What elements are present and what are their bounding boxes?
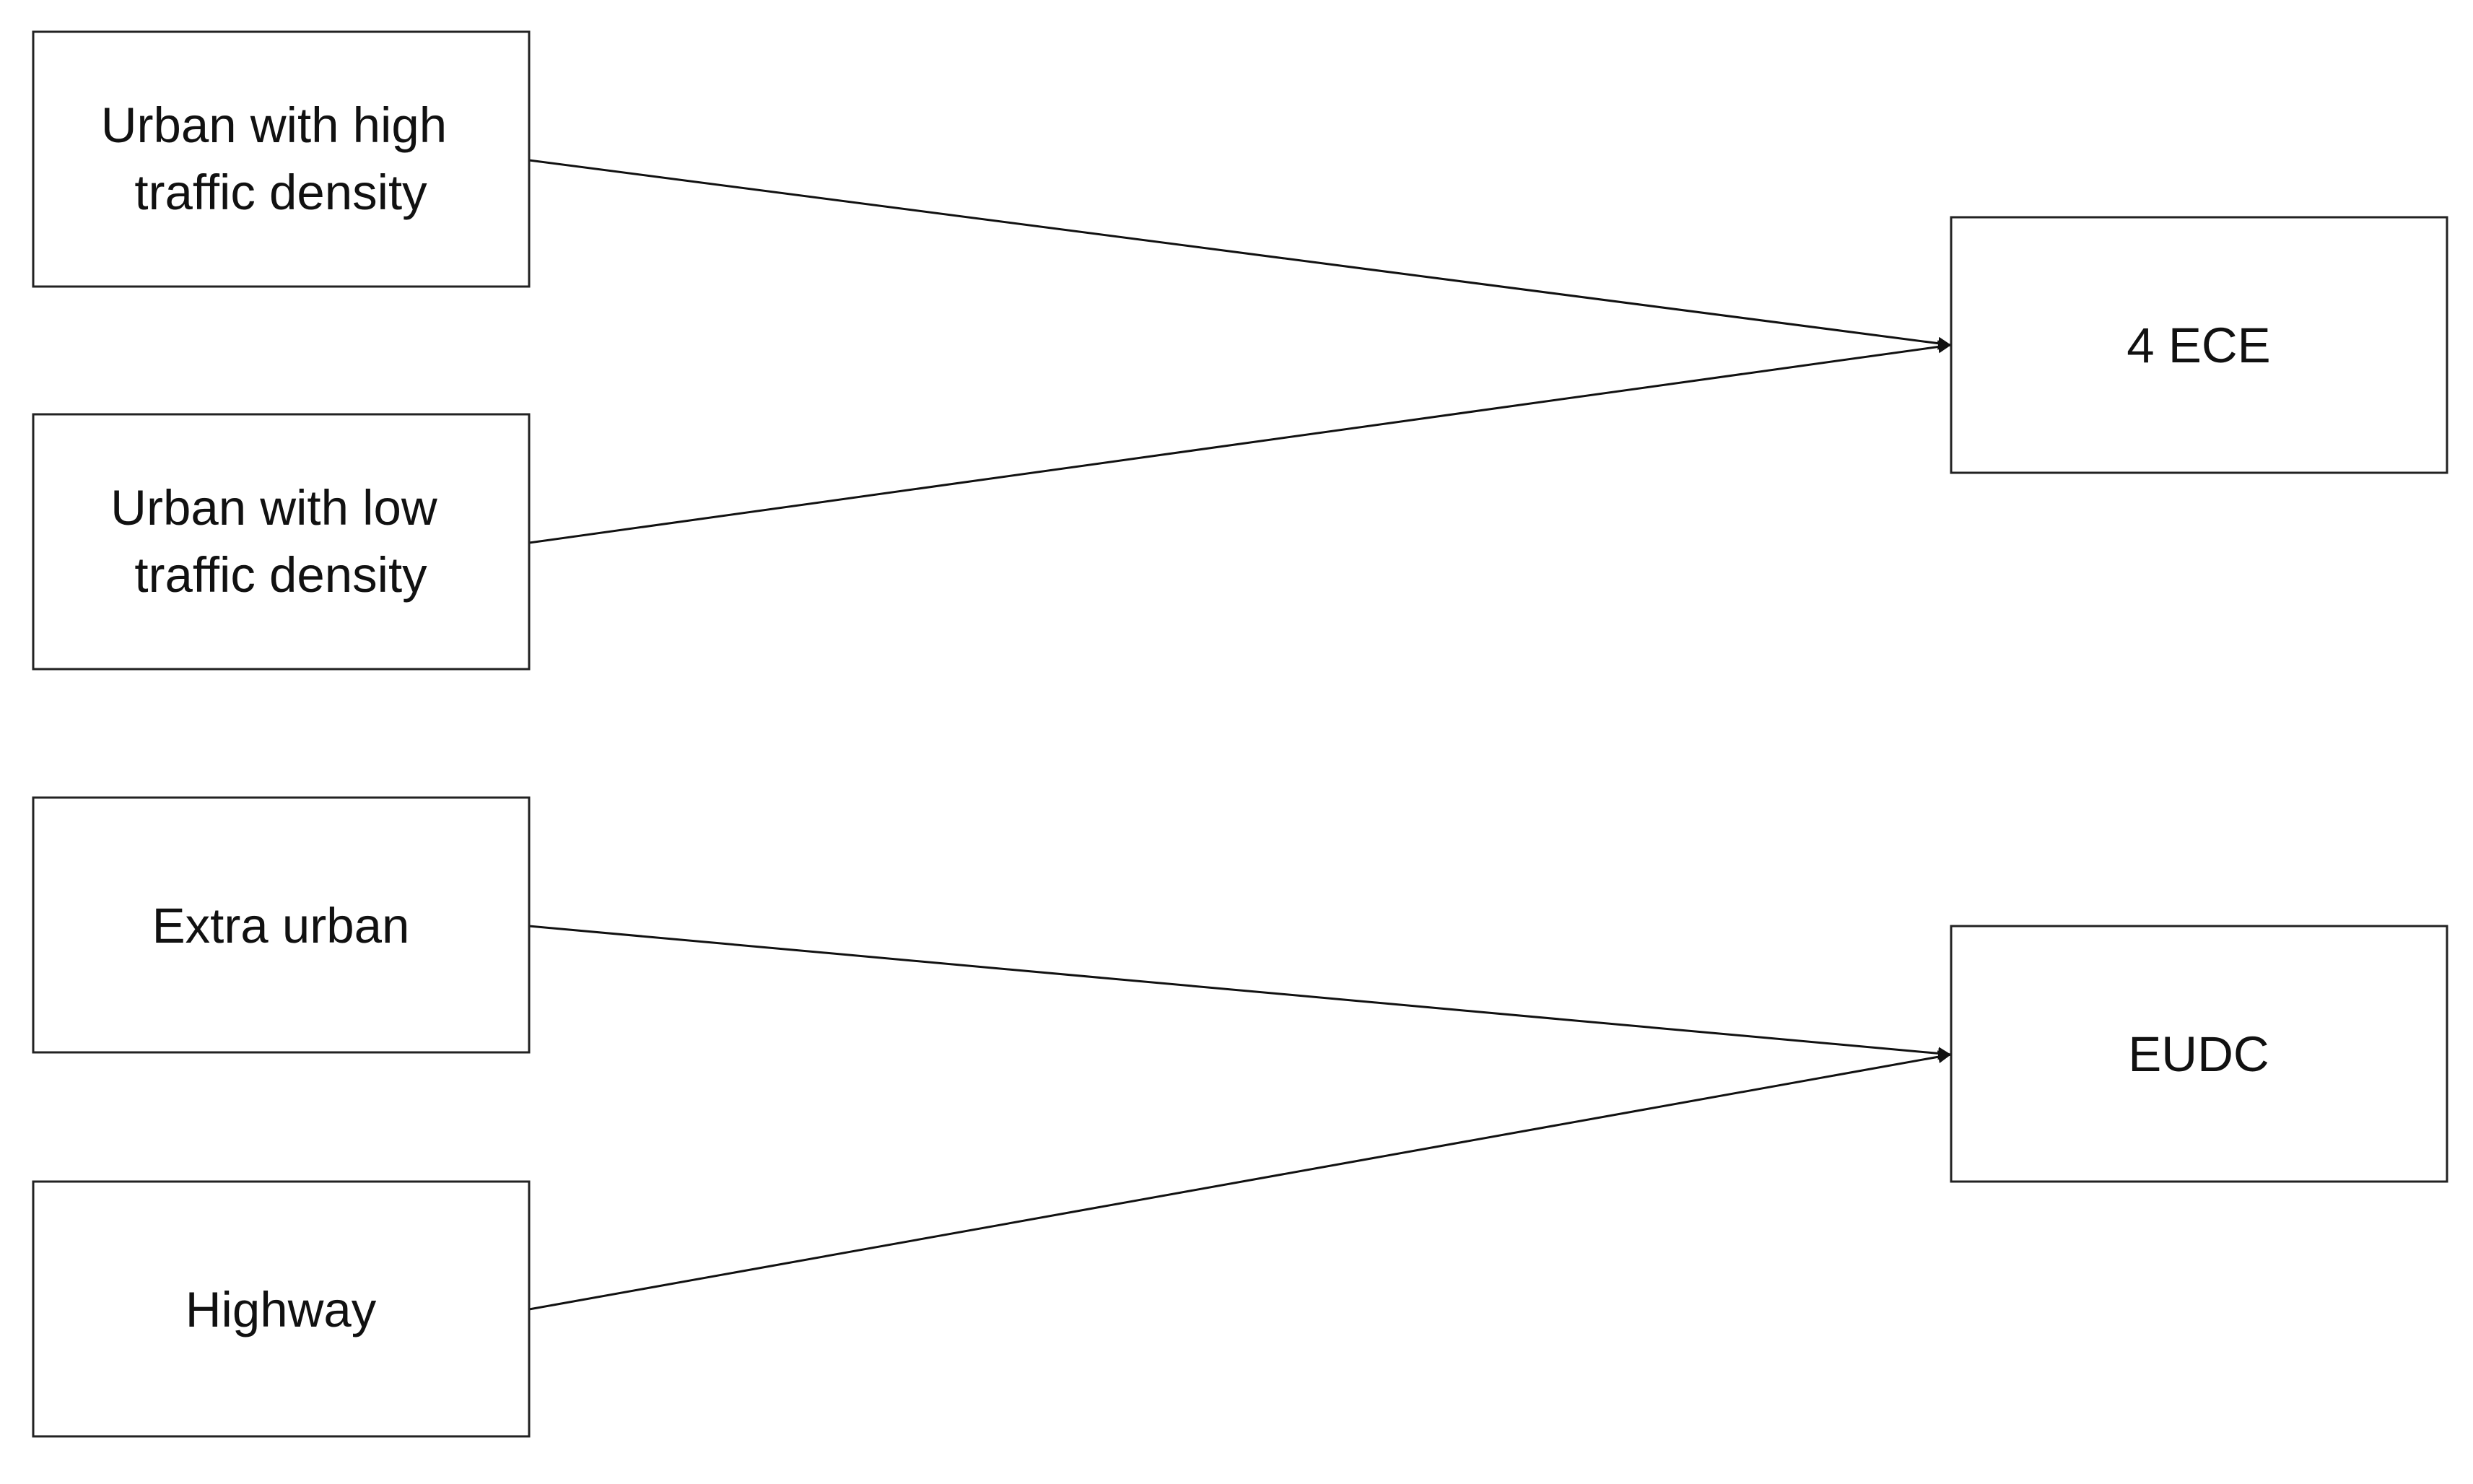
node-label-line: Urban with high — [101, 97, 447, 153]
node-box — [32, 30, 531, 288]
node-ece: 4 ECE — [1950, 216, 2448, 474]
node-label: 4 ECE — [2127, 318, 2270, 373]
node-label-line: traffic density — [134, 547, 427, 603]
edge-urban-low-to-ece — [528, 340, 1952, 544]
edge-highway-to-eudc — [528, 1050, 1952, 1311]
node-urban-low: Urban with low traffic density — [32, 413, 531, 671]
node-extra-urban: Extra urban — [32, 796, 531, 1054]
node-label: Highway — [186, 1282, 377, 1337]
edges-layer — [528, 159, 1952, 1311]
node-box — [1950, 925, 2448, 1183]
node-urban-high: Urban with high traffic density — [32, 30, 531, 288]
nodes-layer: Urban with high traffic density Urban wi… — [32, 30, 2448, 1438]
node-eudc: EUDC — [1950, 925, 2448, 1183]
edge-extra-urban-to-eudc — [528, 925, 1952, 1060]
node-label: Extra urban — [152, 898, 410, 953]
node-box — [32, 796, 531, 1054]
node-label: Urban with low traffic density — [110, 480, 451, 603]
edge-urban-high-to-ece — [528, 159, 1952, 350]
node-box — [32, 413, 531, 671]
node-box — [1950, 216, 2448, 474]
node-box — [32, 1180, 531, 1438]
node-label-line: Urban with low — [110, 480, 437, 536]
node-label: EUDC — [2128, 1026, 2269, 1082]
node-label-line: traffic density — [134, 165, 427, 220]
node-label-line: Highway — [186, 1282, 377, 1337]
node-label: Urban with high traffic density — [101, 97, 461, 220]
node-highway: Highway — [32, 1180, 531, 1438]
node-label-line: Extra urban — [152, 898, 410, 953]
node-label-line: EUDC — [2128, 1026, 2269, 1082]
node-label-line: 4 ECE — [2127, 318, 2270, 373]
